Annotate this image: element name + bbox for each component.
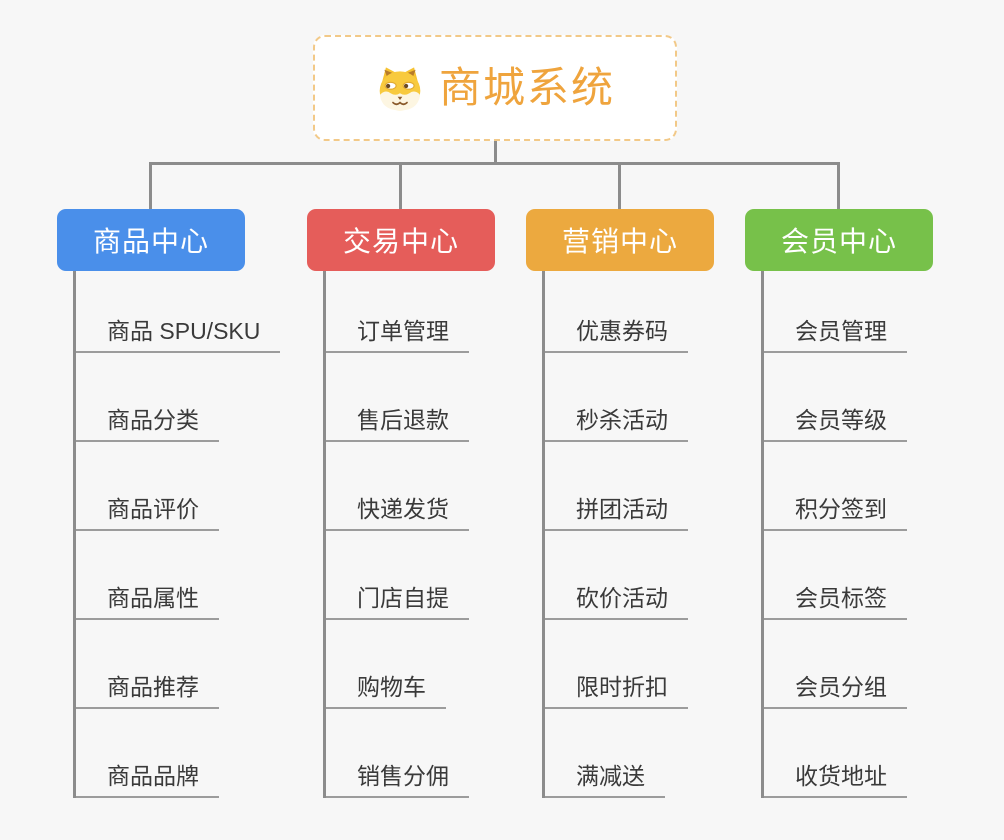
connector-drop-1 [149,162,152,210]
topic-node[interactable]: 订单管理 [326,312,469,353]
topic-node[interactable]: 积分签到 [764,490,907,531]
branch-header-member-center[interactable]: 会员中心 [745,209,933,271]
connector-drop-2 [399,162,402,210]
topic-node[interactable]: 快递发货 [326,490,469,531]
branch-header-marketing-center[interactable]: 营销中心 [526,209,714,271]
topic-node[interactable]: 门店自提 [326,579,469,620]
topic-node[interactable]: 拼团活动 [545,490,688,531]
topic-node[interactable]: 满减送 [545,757,665,798]
branch-items: 订单管理 售后退款 快递发货 门店自提 购物车 销售分佣 [323,271,547,798]
topic-node[interactable]: 销售分佣 [326,757,469,798]
topic-node[interactable]: 会员分组 [764,668,907,709]
branch-member-center: 会员中心 会员管理 会员等级 积分签到 会员标签 会员分组 收货地址 [745,209,985,798]
branch-items: 会员管理 会员等级 积分签到 会员标签 会员分组 收货地址 [761,271,985,798]
topic-node[interactable]: 商品属性 [76,579,219,620]
topic-node[interactable]: 会员标签 [764,579,907,620]
branch-product-center: 商品中心 商品 SPU/SKU 商品分类 商品评价 商品属性 商品推荐 商品品牌 [57,209,297,798]
branch-trade-center: 交易中心 订单管理 售后退款 快递发货 门店自提 购物车 销售分佣 [307,209,547,798]
topic-node[interactable]: 售后退款 [326,401,469,442]
connector-root-stem [494,140,497,164]
root-topic-label: 商城系统 [438,64,615,111]
connector-drop-4 [837,162,840,210]
branch-items: 优惠券码 秒杀活动 拼团活动 砍价活动 限时折扣 满减送 [542,271,766,798]
branch-marketing-center: 营销中心 优惠券码 秒杀活动 拼团活动 砍价活动 限时折扣 满减送 [526,209,766,798]
topic-node[interactable]: 秒杀活动 [545,401,688,442]
topic-node[interactable]: 商品分类 [76,401,219,442]
topic-node[interactable]: 会员管理 [764,312,907,353]
topic-node[interactable]: 商品评价 [76,490,219,531]
connector-drop-3 [618,162,621,210]
topic-node[interactable]: 砍价活动 [545,579,688,620]
topic-node[interactable]: 商品推荐 [76,668,219,709]
branch-items: 商品 SPU/SKU 商品分类 商品评价 商品属性 商品推荐 商品品牌 [73,271,297,798]
branch-header-product-center[interactable]: 商品中心 [57,209,245,271]
topic-node[interactable]: 会员等级 [764,401,907,442]
topic-node[interactable]: 商品品牌 [76,757,219,798]
topic-node[interactable]: 购物车 [326,668,446,709]
connector-bus [150,162,840,165]
topic-node[interactable]: 限时折扣 [545,668,688,709]
topic-node[interactable]: 优惠券码 [545,312,688,353]
topic-node[interactable]: 收货地址 [764,757,907,798]
branch-header-trade-center[interactable]: 交易中心 [307,209,495,271]
dog-icon [375,65,425,112]
root-topic-node[interactable]: 商城系统 [313,35,677,141]
topic-node[interactable]: 商品 SPU/SKU [76,312,281,353]
